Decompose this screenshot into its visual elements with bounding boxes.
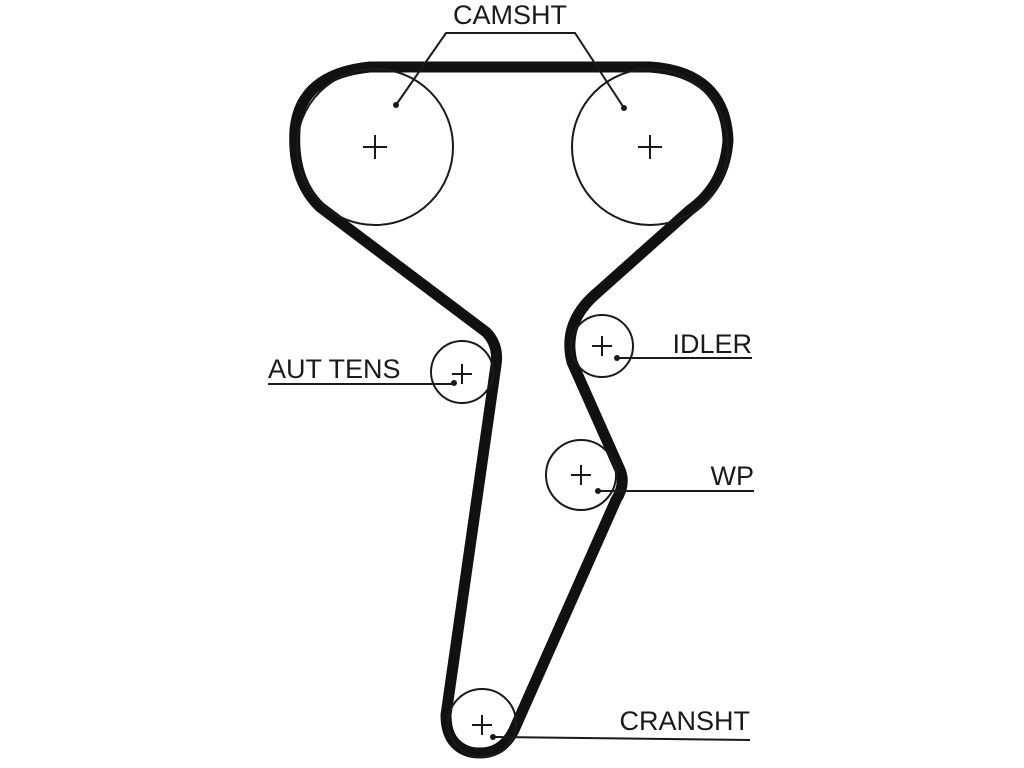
crankshaft-label: CRANSHT xyxy=(619,706,750,736)
camshaft-leader-line xyxy=(395,32,625,109)
camshaft-label: CAMSHT xyxy=(453,0,567,30)
timing-belt xyxy=(289,61,734,759)
idler-label: IDLER xyxy=(672,329,752,359)
camshaft-pulley-left xyxy=(296,68,454,226)
camshaft-pulley-right xyxy=(571,68,729,226)
water-pump-pulley xyxy=(545,439,617,511)
auto-tensioner-pulley xyxy=(430,340,494,404)
idler-pulley xyxy=(570,314,634,378)
crankshaft-pulley xyxy=(447,688,517,758)
water-pump-label: WP xyxy=(711,461,755,491)
auto-tensioner-label: AUT TENS xyxy=(268,354,401,384)
crankshaft-leader-line xyxy=(492,736,751,741)
